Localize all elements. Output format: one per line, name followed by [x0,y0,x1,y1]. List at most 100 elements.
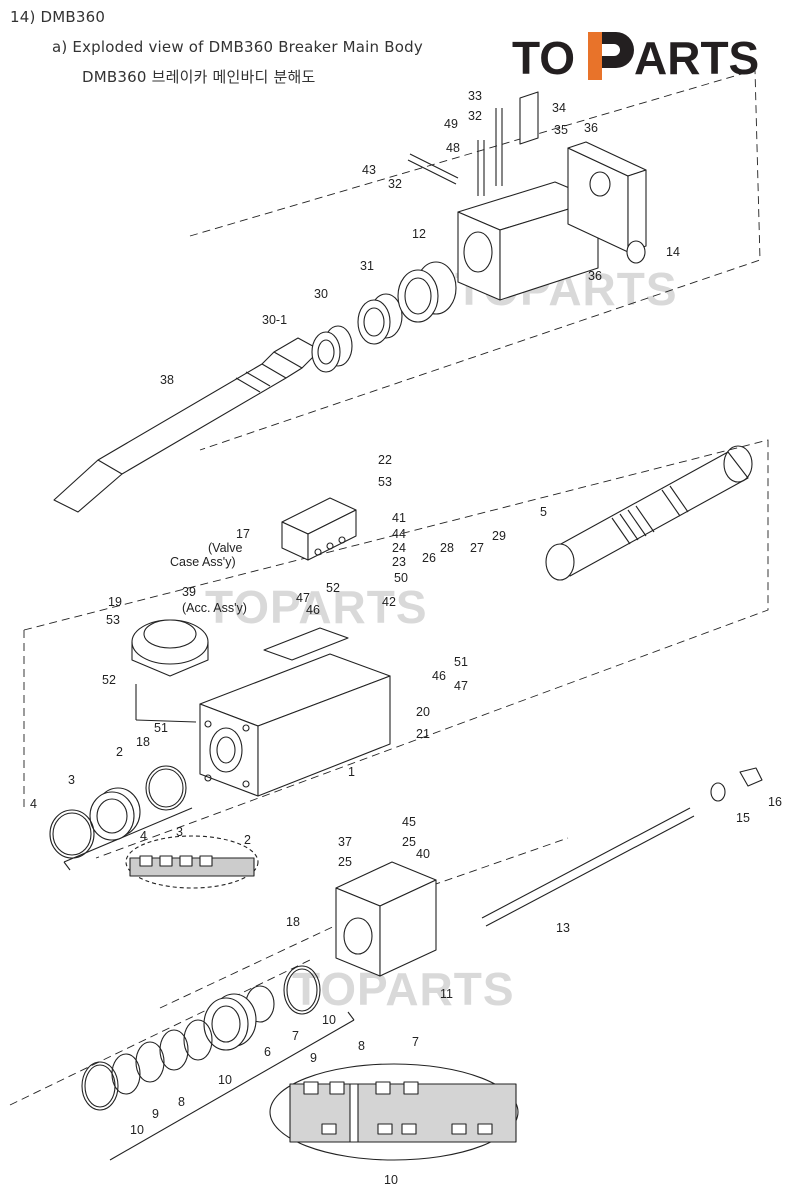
label-2a: 2 [116,745,123,759]
label-24: 24 [392,541,406,555]
label-19: 19 [108,595,122,609]
label-18a: 18 [136,735,150,749]
label-25b: 25 [338,855,352,869]
label-11: 11 [440,987,453,1001]
bushing-30-1 [311,325,353,373]
logo-p-mark [588,32,634,80]
label-26: 26 [422,551,436,565]
label-7b: 7 [412,1035,419,1049]
bushing-30 [357,293,403,345]
front-head-12 [457,141,647,301]
label-12: 12 [412,227,426,241]
cylinder-1 [199,627,391,797]
logo-text-to: TO [512,32,575,84]
label-3a: 3 [68,773,75,787]
label-15: 15 [736,811,750,825]
logo-text-arts: ARTS [634,32,759,84]
label-39: 39 [182,585,196,599]
label-8b: 8 [358,1039,365,1053]
label-45: 45 [402,815,416,829]
watermark-middle: TOPARTS [205,581,428,633]
label-21: 21 [416,727,430,741]
label-43: 43 [362,163,376,177]
label-4a: 4 [30,797,37,811]
label-22: 22 [378,453,392,467]
label-37: 37 [338,835,352,849]
label-42: 42 [382,595,396,609]
label-16: 16 [768,795,782,809]
label-4b: 4 [140,829,147,843]
label-52a: 52 [326,581,340,595]
seal-detail-ellipse-upper [125,835,259,889]
label-35: 35 [554,123,568,137]
label-34: 34 [552,101,566,115]
label-46b: 46 [432,669,446,683]
label-30: 30 [314,287,328,301]
label-41: 41 [392,511,406,525]
label-51a: 51 [454,655,468,669]
label-52b: 52 [102,673,116,687]
label-36b: 36 [588,269,602,283]
label-1: 1 [348,765,355,779]
watermark-bottom: TOPARTS [292,963,515,1015]
back-head-11 [335,861,437,977]
label-46a: 46 [306,603,320,617]
label-53b: 53 [106,613,120,627]
seals-2-3-4 [49,765,187,859]
pins-and-rods-top [407,91,646,264]
label-48: 48 [446,141,460,155]
section-title: 14) DMB360 [10,8,106,26]
label-36a: 36 [584,121,598,135]
label-49: 49 [444,117,458,131]
chisel-38 [53,337,321,513]
label-10d: 10 [384,1173,398,1187]
label-33: 33 [468,89,482,103]
label-51b: 51 [154,721,168,735]
label-25a: 25 [402,835,416,849]
label-50: 50 [394,571,408,585]
label-40: 40 [416,847,430,861]
label-14: 14 [666,245,680,259]
label-9b: 9 [152,1107,159,1121]
label-3b: 3 [176,825,183,839]
label-10b: 10 [218,1073,232,1087]
label-8a: 8 [178,1095,185,1109]
label-47a: 47 [296,591,310,605]
through-bolt-13 [481,767,763,927]
subtitle-korean: DMB360 브레이카 메인바디 분해도 [82,68,316,86]
toparts-logo: TO ARTS [512,32,759,84]
label-13: 13 [556,921,570,935]
label-18b: 18 [286,915,300,929]
label-10a: 10 [322,1013,336,1027]
label-31: 31 [360,259,374,273]
label-acc: (Acc. Ass'y) [182,601,247,615]
label-32a: 32 [468,109,482,123]
label-9a: 9 [310,1051,317,1065]
label-29: 29 [492,529,506,543]
label-2b: 2 [244,833,251,847]
callout-labels: 33 32 34 49 35 36 48 43 32 12 14 31 36 3… [30,89,782,1187]
label-valve2: Case Ass'y) [170,555,236,569]
label-28: 28 [440,541,454,555]
label-10c: 10 [130,1123,144,1137]
label-6: 6 [264,1045,271,1059]
seals-lower [81,965,321,1111]
label-30-1: 30-1 [262,313,287,327]
label-47b: 47 [454,679,468,693]
subtitle-english: a) Exploded view of DMB360 Breaker Main … [52,38,423,56]
label-23: 23 [392,555,406,569]
label-38: 38 [160,373,174,387]
valve-case-17 [281,497,357,561]
label-32b: 32 [388,177,402,191]
label-44: 44 [392,527,406,541]
label-valve1: (Valve [208,541,243,555]
seal-detail-ellipse-lower [269,1063,519,1161]
accumulator-39 [131,619,209,723]
label-5: 5 [540,505,547,519]
label-17: 17 [236,527,250,541]
label-53a: 53 [378,475,392,489]
bushing-31 [397,261,457,323]
label-20: 20 [416,705,430,719]
label-7a: 7 [292,1029,299,1043]
